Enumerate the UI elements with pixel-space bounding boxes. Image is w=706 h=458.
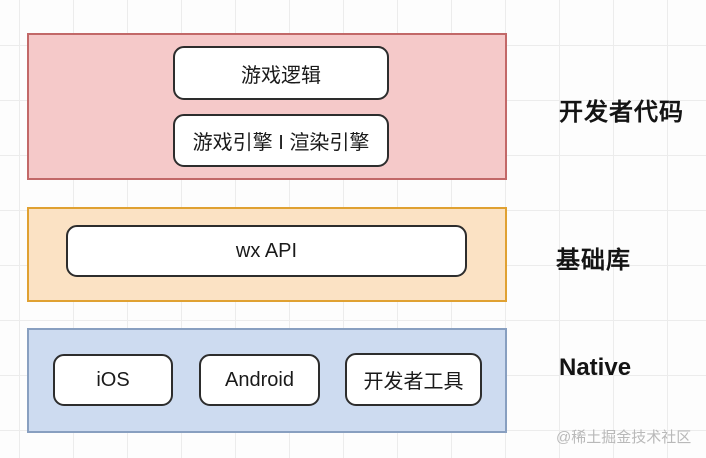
box-game-engine-render-engine-label: 游戏引擎 I 渲染引擎 <box>192 132 370 154</box>
box-game-logic: 游戏逻辑 <box>173 46 389 100</box>
layer-native: iOS Android 开发者工具 <box>27 328 507 433</box>
layer-developer-code: 游戏逻辑 游戏引擎 I 渲染引擎 <box>27 33 507 180</box>
box-developer-tools-label: 开发者工具 <box>363 371 464 393</box>
label-native: Native <box>559 354 632 381</box>
label-developer-code: 开发者代码 <box>559 99 684 126</box>
box-wx-api: wx API <box>66 225 467 277</box>
watermark-juejin-community: @稀土掘金技术社区 <box>556 429 692 446</box>
box-android-label: Android <box>225 368 294 391</box>
box-game-engine-render-engine: 游戏引擎 I 渲染引擎 <box>173 114 389 167</box>
layer-base-library: wx API <box>27 207 507 302</box>
box-wx-api-label: wx API <box>235 239 298 262</box>
box-android: Android <box>199 354 320 406</box>
box-developer-tools: 开发者工具 <box>345 353 482 406</box>
box-ios: iOS <box>53 354 173 406</box>
box-ios-label: iOS <box>96 368 130 391</box>
label-base-library: 基础库 <box>556 247 631 274</box>
box-game-logic-label: 游戏逻辑 <box>241 64 321 87</box>
